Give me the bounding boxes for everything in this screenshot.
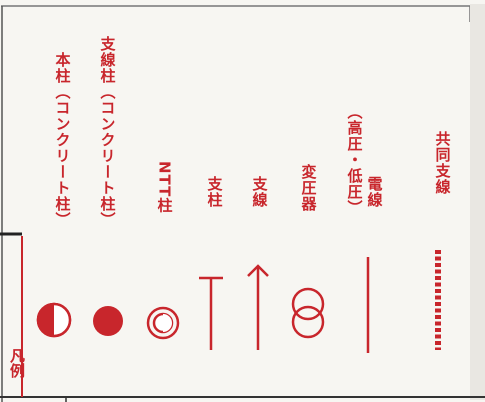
concrete-support-pole-icon bbox=[93, 306, 123, 336]
ntt-pole-icon bbox=[146, 306, 180, 340]
label-main-pole: 本柱（コンクリート柱） bbox=[53, 52, 72, 228]
label-ntt-pole: NTT柱 bbox=[155, 161, 174, 214]
label-strut: 支柱 bbox=[205, 176, 224, 208]
label-guy-wire: 支線 bbox=[250, 176, 269, 208]
guy-wire-icon bbox=[247, 264, 269, 350]
transformer-icon bbox=[291, 287, 325, 339]
label-transformer: 変圧器 bbox=[299, 164, 318, 212]
label-power-line: 電線 bbox=[365, 176, 384, 208]
label-power-line-sub: （高圧・低圧） bbox=[345, 104, 364, 216]
legend-title: 凡例 bbox=[8, 348, 26, 378]
shared-guy-wire-icon bbox=[435, 250, 441, 350]
label-shared-guy-wire: 共同支線 bbox=[433, 131, 452, 195]
power-line-icon bbox=[366, 257, 370, 353]
strut-icon bbox=[199, 276, 223, 350]
label-support-pole: 支線柱（コンクリート柱） bbox=[98, 36, 117, 228]
concrete-pole-icon bbox=[36, 302, 72, 338]
